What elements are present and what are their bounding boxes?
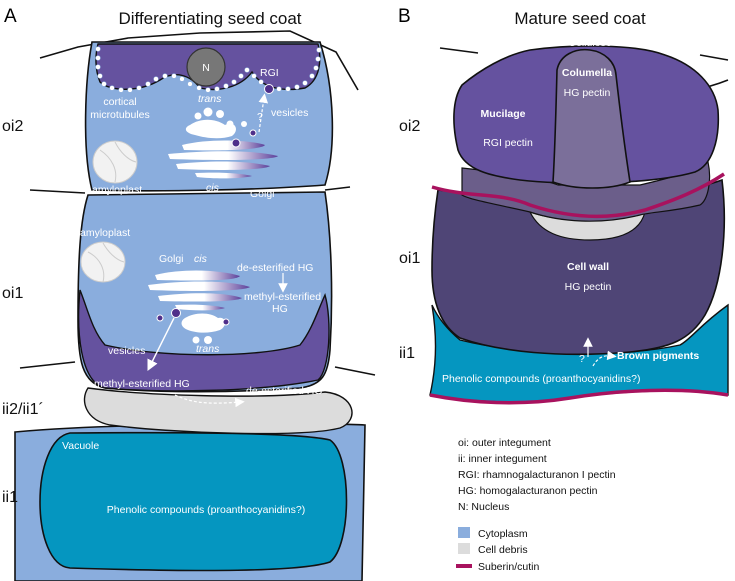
layer-b-oi1: oi1 [399, 250, 420, 267]
brown-pigments-label: Brown pigments [617, 350, 699, 362]
cortical-label-1: cortical [103, 96, 136, 108]
panel-b-title: Mature seed coat [514, 9, 646, 28]
layer-a-oi2: oi2 [2, 118, 23, 135]
methyl-hg-label-2: HG [272, 303, 288, 315]
question-b: ? [579, 353, 585, 365]
abbreviation-list: oi: outer integument ii: inner integumen… [458, 437, 616, 513]
legend-cytoplasm: Cytoplasm [478, 528, 528, 540]
suberin-bottom [429, 388, 729, 405]
golgi-bottom-label: Golgi [159, 253, 184, 265]
phenolic-b-label: Phenolic compounds (proanthocyanidins?) [442, 373, 640, 385]
amyloplast-bottom-label: amyloplast [80, 227, 130, 239]
layer-b-ii1: ii1 [399, 345, 415, 362]
layer-a-ii1: ii1 [2, 489, 18, 506]
phenolic-a-label: Phenolic compounds (proanthocyanidins?) [107, 504, 305, 516]
nucleus [186, 47, 226, 87]
golgi-top [168, 107, 278, 179]
panel-a-title: Differentiating seed coat [118, 9, 301, 28]
deest-hg-wall-label: de-esterified HG [246, 385, 322, 397]
abbrev-n: N: Nucleus [458, 501, 509, 513]
abbrev-oi: oi: outer integument [458, 437, 551, 449]
amyloplast-top-label: amyloplast [92, 184, 142, 196]
abbrev-ii: ii: inner integument [458, 453, 547, 465]
cellulose-label: Cellulose [568, 37, 611, 49]
legend-swatch-suberin [456, 564, 472, 568]
trans-bottom-label: trans [196, 343, 220, 355]
golgi-bottom [148, 270, 250, 344]
hg-pectin-col-label: HG pectin [564, 87, 611, 99]
mucilage-label: Mucilage [481, 108, 526, 120]
question-a: ? [257, 111, 263, 123]
panel-a-letter: A [4, 6, 17, 27]
deest-hg-top-label: de-esterified HG [237, 262, 313, 274]
legend-swatch-cytoplasm [458, 527, 470, 538]
cortical-microtubules [95, 46, 322, 93]
vesicles-bottom-label: vesicles [108, 345, 145, 357]
legend-swatch-debris [458, 543, 470, 554]
layer-b-oi2: oi2 [399, 118, 420, 135]
cortical-label-2: microtubules [90, 109, 150, 121]
abbrev-hg: HG: homogalacturanon pectin [458, 485, 598, 497]
vesicles-top-label: vesicles [271, 107, 308, 119]
layer-a-ii2: ii2/ii1´ [2, 401, 44, 418]
trans-top-label: trans [198, 93, 222, 105]
cis-bottom-label: cis [194, 253, 208, 265]
layer-a-oi1: oi1 [2, 285, 23, 302]
oi1-wall [77, 289, 330, 392]
cell-wall-label: Cell wall [567, 261, 609, 273]
methyl-hg-wall-label: methyl-esterified HG [94, 378, 190, 390]
vacuole [39, 431, 348, 572]
vacuole-label: Vacuole [62, 440, 99, 452]
color-legend: Cytoplasm Cell debris Suberin/cutin [456, 527, 539, 573]
columella-label: Columella [562, 67, 612, 79]
legend-suberin: Suberin/cutin [478, 561, 539, 573]
amyloplast-bottom [80, 241, 126, 283]
columella [552, 48, 631, 189]
amyloplast-top [92, 140, 138, 184]
nucleus-label: N [202, 62, 210, 74]
panel-b-letter: B [398, 6, 411, 27]
rgi-pectin-label: RGI pectin [483, 137, 533, 149]
legend-debris: Cell debris [478, 544, 528, 556]
suberin-top [431, 172, 725, 219]
golgi-top-label: Golgi [250, 188, 275, 200]
oi1-cell [77, 191, 333, 393]
hg-pectin-wall-label: HG pectin [565, 281, 612, 293]
rgi-label: RGI [260, 67, 279, 79]
cell-debris-a [83, 387, 353, 435]
methyl-hg-label-1: methyl-esterified [244, 291, 321, 303]
cis-top-label: cis [206, 182, 220, 194]
abbrev-rgi: RGI: rhamnogalacturanon I pectin [458, 469, 616, 481]
